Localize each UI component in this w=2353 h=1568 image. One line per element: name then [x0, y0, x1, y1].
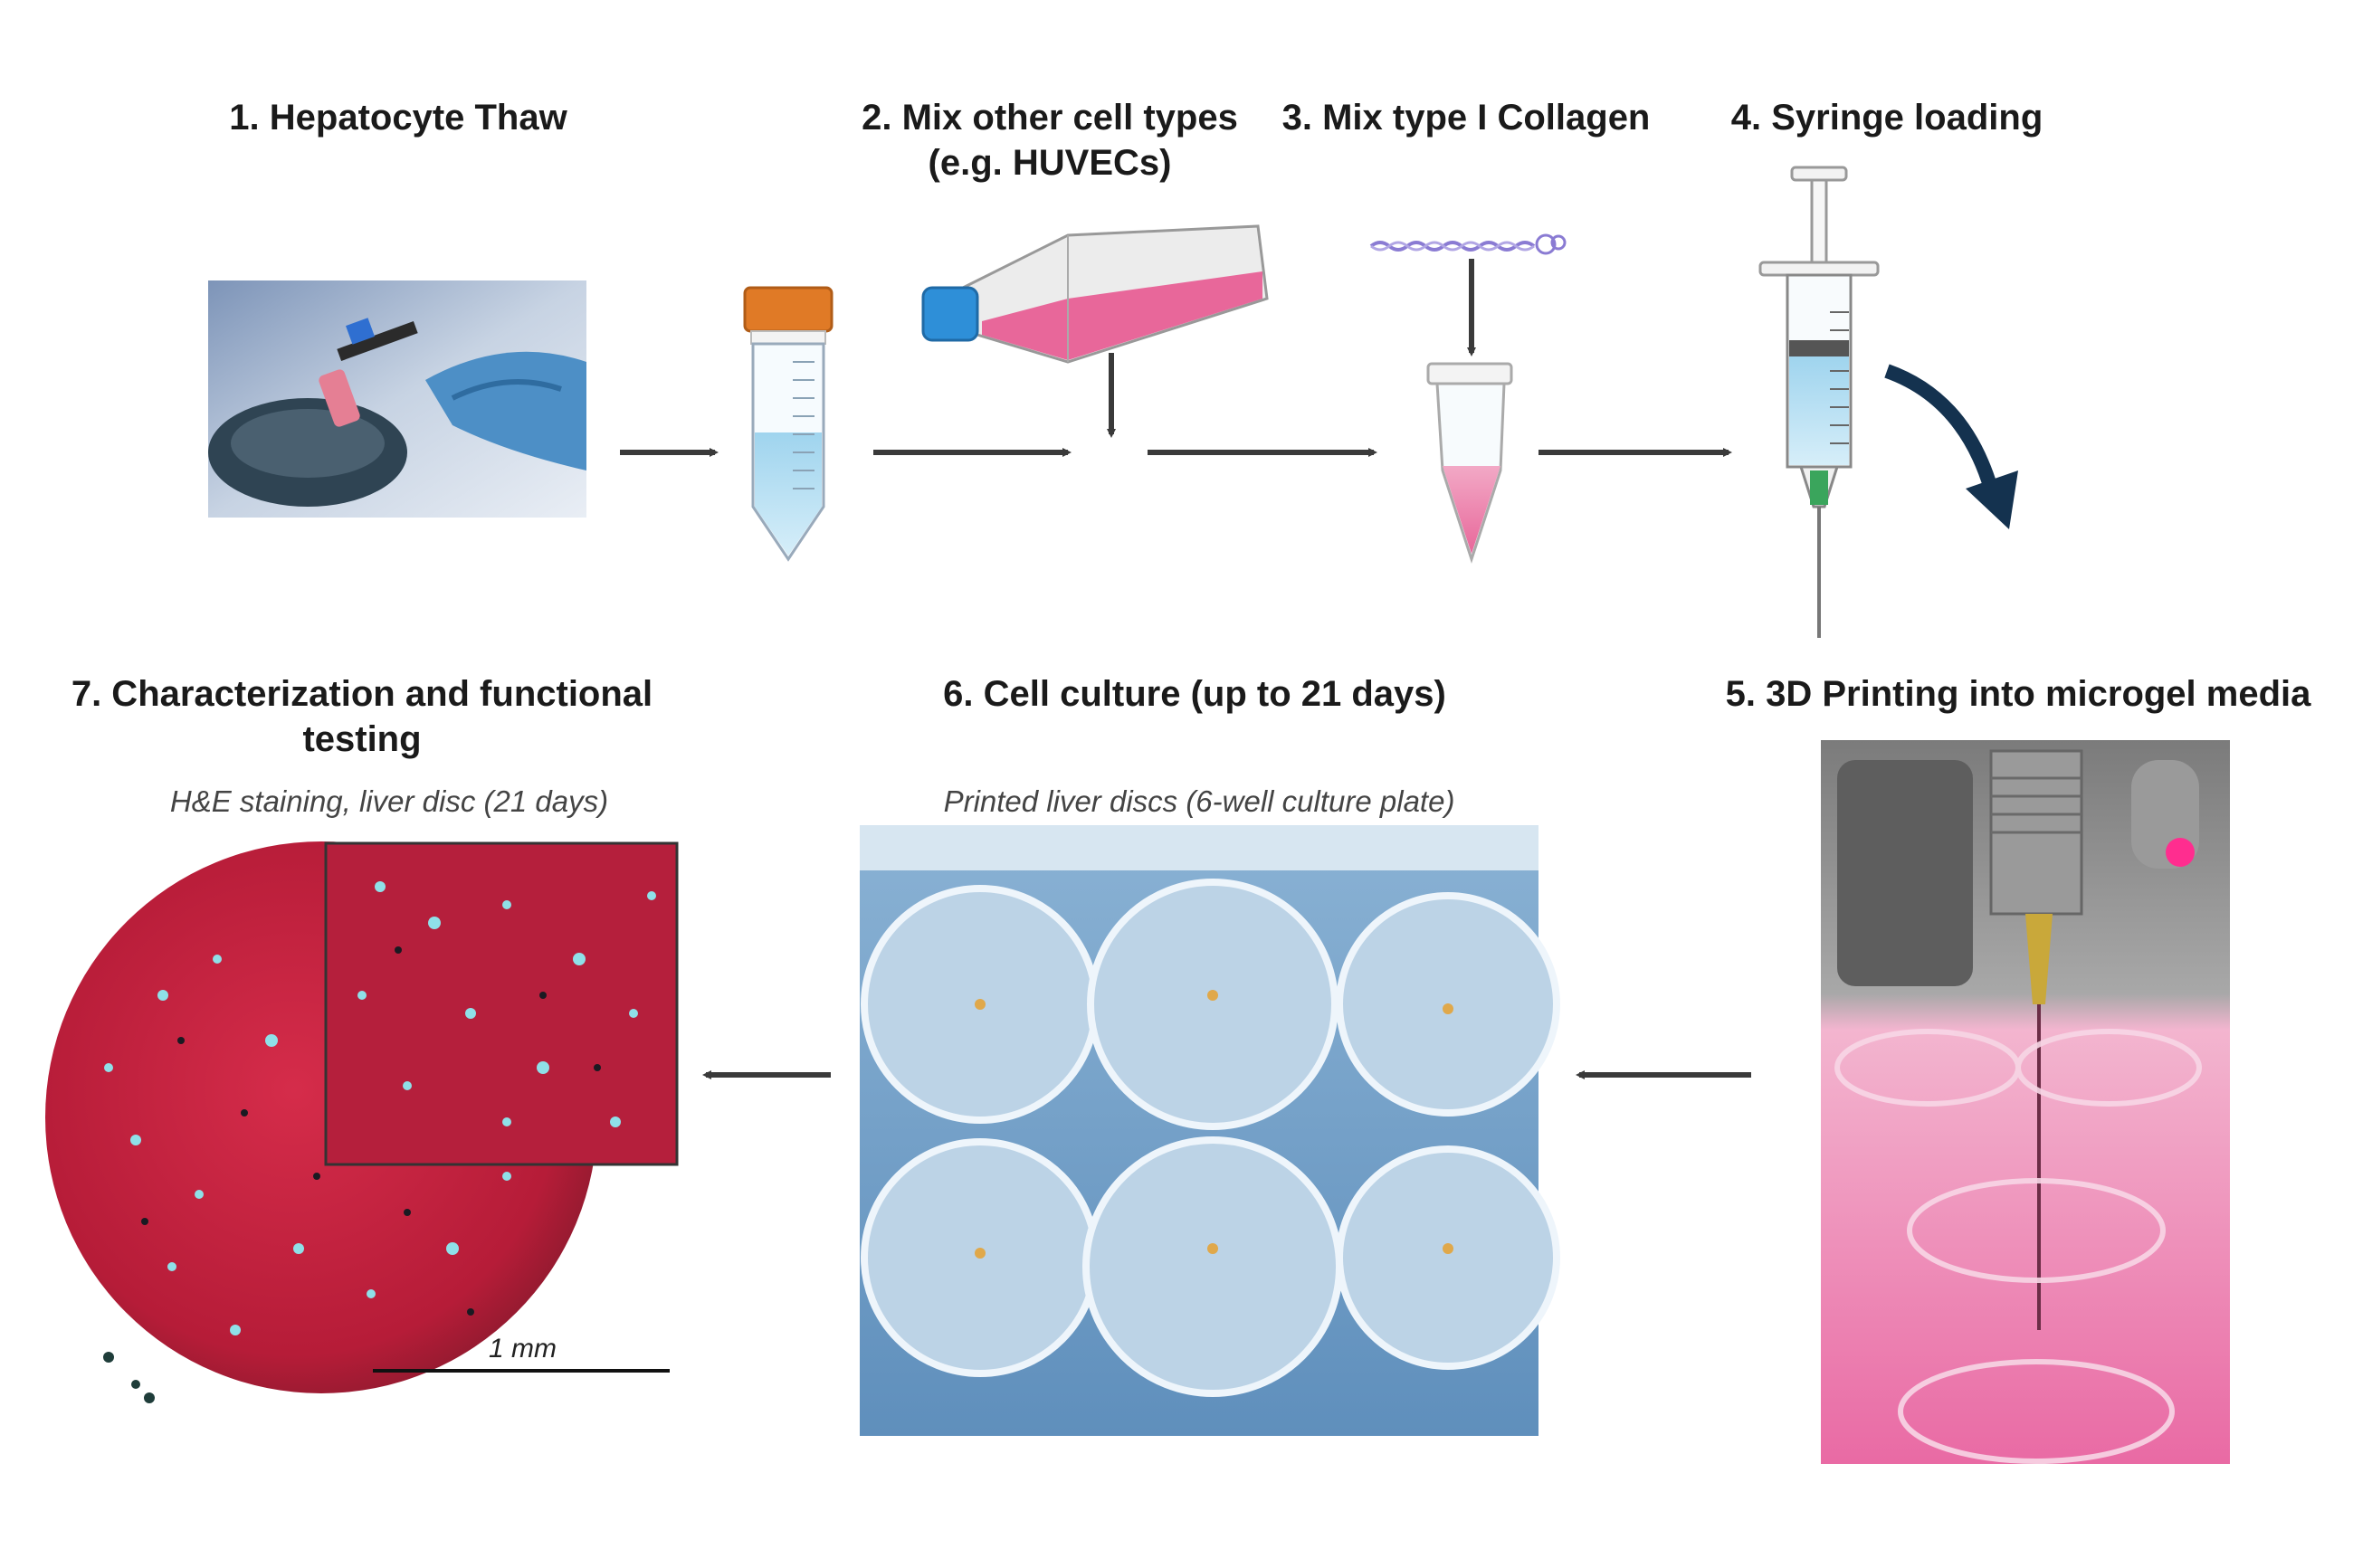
- step-2-label-line2: (e.g. HUVECs): [928, 143, 1172, 183]
- step-3-label: 3. Mix type I Collagen: [1281, 98, 1651, 138]
- plate-caption: Printed liver discs (6-well culture plat…: [943, 784, 1455, 818]
- culture-flask-icon: [921, 224, 1269, 364]
- curved-arrow-icon: [1884, 364, 2018, 529]
- step-7-label-line1: 7. Characterization and functional: [71, 674, 653, 714]
- step-5-label: 5. 3D Printing into microgel media: [1725, 674, 2311, 714]
- step-4-label: 4. Syringe loading: [1730, 98, 2043, 138]
- well-plate-photo: [860, 825, 1560, 1436]
- step-1-label: 1. Hepatocyte Thaw: [229, 98, 567, 138]
- collagen-molecule-icon: [1369, 233, 1567, 255]
- step-2-label-line1: 2. Mix other cell types: [862, 98, 1238, 138]
- step-6-label: 6. Cell culture (up to 21 days): [943, 674, 1446, 714]
- conical-tube-icon: [743, 286, 834, 562]
- flow-arrows: [620, 259, 1751, 1079]
- histology-disc-image: [45, 841, 679, 1403]
- hepatocyte-thaw-photo: [208, 280, 586, 518]
- scale-bar-label: 1 mm: [489, 1334, 557, 1364]
- microtube-icon: [1426, 362, 1513, 564]
- printing-photo: [1821, 740, 2230, 1464]
- histology-caption: H&E staining, liver disc (21 days): [169, 784, 609, 818]
- syringe-icon: [1758, 166, 1880, 638]
- step-7-label-line2: testing: [302, 719, 422, 759]
